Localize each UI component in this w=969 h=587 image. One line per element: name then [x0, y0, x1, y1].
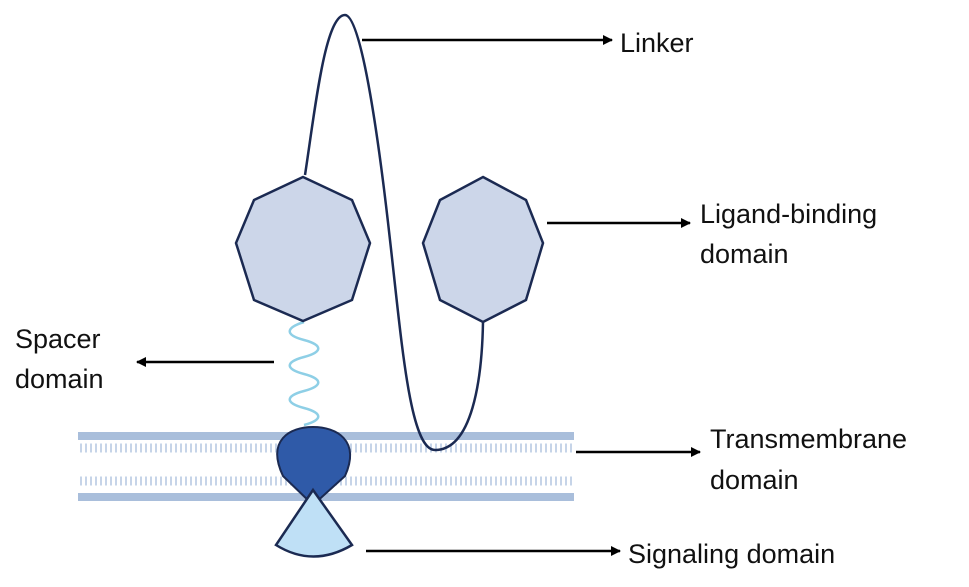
spacer-domain-coil: [288, 320, 320, 427]
membrane-inner-layer: [78, 493, 574, 501]
transmembrane-domain: [276, 425, 352, 507]
linker-loop: [303, 13, 485, 452]
ligand-binding-domain-left: [234, 175, 372, 323]
ligand-binding-domain-right: [421, 175, 545, 324]
label-ligand-binding-line2: domain: [700, 239, 789, 269]
label-spacer-line2: domain: [15, 364, 104, 394]
label-transmembrane-line1: Transmembrane: [710, 424, 907, 454]
label-spacer-line1: Spacer: [15, 324, 101, 354]
label-ligand-binding-line1: Ligand-binding: [700, 199, 877, 229]
label-signaling: Signaling domain: [628, 539, 835, 569]
label-linker: Linker: [620, 28, 694, 58]
signaling-domain: [274, 487, 354, 558]
label-transmembrane-line2: domain: [710, 465, 799, 495]
